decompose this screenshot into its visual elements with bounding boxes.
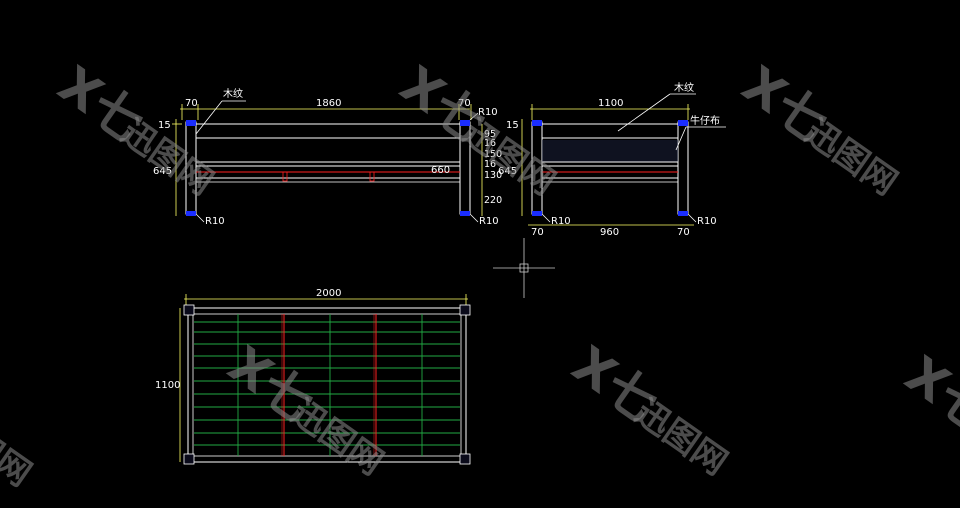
plan-post	[183, 304, 195, 316]
dim-front-length: 1860	[316, 98, 341, 109]
label-front-wood: 木纹	[223, 87, 243, 100]
side-view: 1100 15 645 木纹 牛仔布 R10 R10 70 960 70	[498, 81, 726, 238]
watermark-group: X七 迅图网 X七 迅图网 X七 迅图网 X七 迅图网 X七 迅图网 迅图网 X…	[0, 55, 960, 495]
dim-front-top-rail: 15	[158, 120, 171, 131]
dim-front-left-post: 70	[185, 98, 198, 109]
radius-side-left: R10	[551, 216, 571, 227]
label-side-denim: 牛仔布	[690, 114, 720, 127]
radius-front-bottom-left: R10	[205, 216, 225, 227]
post-cap	[460, 120, 470, 126]
watermark-text: 迅图网	[798, 112, 904, 203]
dim-front-right-post: 70	[458, 98, 471, 109]
post-foot	[460, 211, 470, 216]
plan-view: 2000 1100	[155, 288, 471, 465]
radius-front-bottom-right: R10	[479, 216, 499, 227]
dim-side-width: 1100	[598, 98, 623, 109]
dim-front-inner-height: 660	[431, 165, 450, 176]
dim-front-height: 645	[153, 166, 172, 177]
crosshair-cursor-icon	[493, 238, 555, 298]
label-side-wood: 木纹	[674, 81, 694, 94]
plan-post	[459, 304, 471, 316]
radius-side-right: R10	[697, 216, 717, 227]
plan-post	[459, 453, 471, 465]
dim-stack-1: 95	[484, 129, 496, 140]
front-view: 70 1860 70 15 645 木纹 R10 R10	[153, 87, 502, 227]
watermark-logo: X七	[895, 345, 960, 443]
post-foot	[186, 211, 196, 216]
dim-side-inner: 960	[600, 227, 619, 238]
watermark-text: 迅图网	[284, 392, 390, 483]
dim-stack-5: 130	[484, 170, 502, 181]
dim-stack-3: 150	[484, 149, 502, 160]
dim-side-left-post: 70	[531, 227, 544, 238]
dim-side-height: 645	[498, 166, 517, 177]
dim-side-right-post: 70	[677, 227, 690, 238]
dim-stack-2: 16	[484, 138, 496, 149]
post-cap	[186, 120, 196, 126]
watermark-text: 迅图网	[0, 403, 38, 494]
dim-plan-length: 2000	[316, 288, 341, 299]
plan-post	[183, 453, 195, 465]
dim-side-top-rail: 15	[506, 120, 519, 131]
dim-plan-width: 1100	[155, 380, 180, 391]
dim-stack-6: 220	[484, 195, 502, 206]
dim-stack-4: 16	[484, 159, 496, 170]
radius-front-top: R10	[478, 107, 498, 118]
watermark-text: 迅图网	[628, 392, 734, 483]
